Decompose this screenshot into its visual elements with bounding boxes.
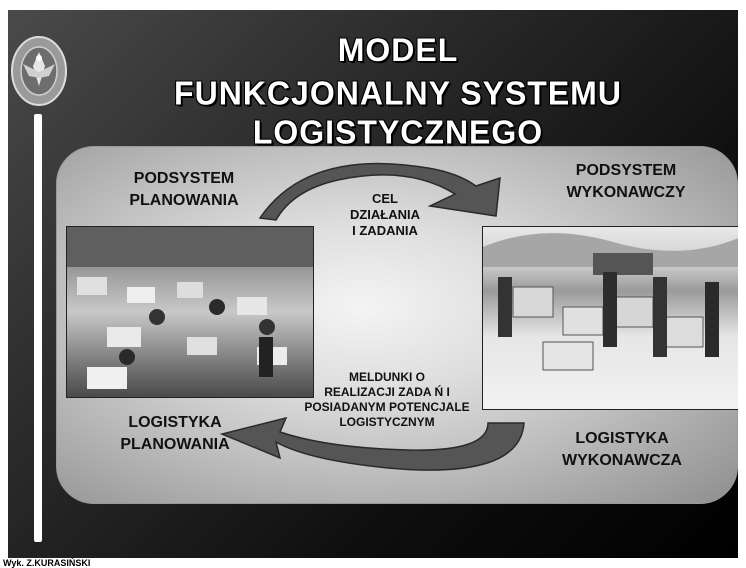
- military-eagle-emblem-icon: [11, 36, 67, 106]
- title-system: FUNKCJONALNY SYSTEMU LOGISTYCZNEGO: [174, 74, 622, 151]
- title-model: MODEL: [337, 32, 459, 68]
- label-logistyka-wykonawcza: LOGISTYKA WYKONAWCZA: [562, 430, 682, 469]
- label-cel-dzialania: CEL DZIAŁANIA I ZADANIA: [349, 191, 421, 238]
- author-credit: Wyk. Z.KURASIŃSKI: [3, 558, 91, 568]
- label-meldunki: MELDUNKI O REALIZACJI ZADA Ń I POSIADANY…: [304, 370, 470, 429]
- bottom-arrow: [219, 416, 525, 471]
- planning-photo: [66, 226, 314, 398]
- cycle-arrows: [219, 162, 525, 471]
- label-podsystem-wykonawczy: PODSYSTEM WYKONAWCZY: [566, 162, 686, 201]
- top-arrow: [258, 162, 501, 221]
- label-podsystem-planowania: PODSYSTEM PLANOWANIA: [129, 170, 239, 209]
- slide: MODEL FUNKCJONALNY SYSTEMU LOGISTYCZNEGO: [8, 10, 738, 558]
- label-logistyka-planowania: LOGISTYKA PLANOWANIA: [120, 414, 230, 453]
- decorative-pole: [34, 114, 42, 542]
- execution-photo: [482, 226, 738, 410]
